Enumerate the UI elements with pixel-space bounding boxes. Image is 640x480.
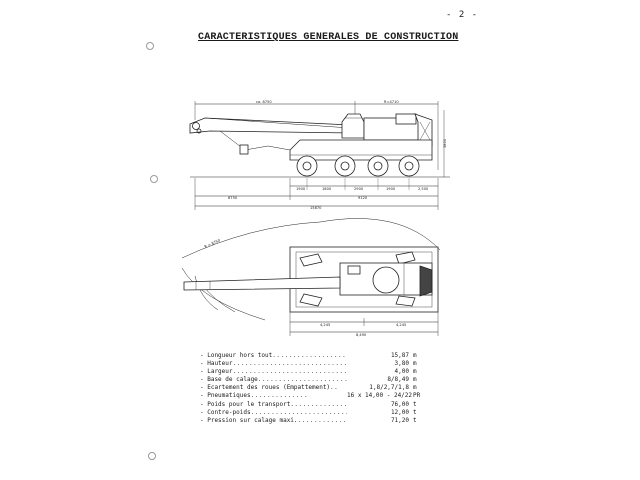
overall-length-label: 15870 (310, 206, 322, 210)
spec-leader: ........................... (257, 376, 347, 384)
specification-table: - Longueur hors tout ...................… (200, 352, 425, 425)
wheel-set (296, 155, 420, 177)
spec-value: 4,00 (394, 368, 409, 376)
axle-spacing-label: 1900 (386, 187, 396, 191)
spec-value: 1,8/2,7/1,8 (369, 384, 409, 392)
document-title: CARACTERISTIQUES GENERALES DE CONSTRUCTI… (198, 32, 459, 43)
spec-leader: ................................. (232, 360, 347, 368)
spec-unit: PR (413, 392, 421, 400)
axle-spacing-label: 2,500 (418, 187, 429, 191)
binder-hole-top (146, 42, 154, 50)
spec-value: 76,00 (390, 400, 409, 408)
height-label: 3800 (443, 138, 447, 148)
spec-unit: m (413, 352, 417, 359)
top-view-drawing (181, 218, 441, 336)
spec-unit: m (413, 384, 417, 392)
spec-label: - Contre-poids (200, 408, 251, 416)
spec-row: - Pneumatiques .............. 16 x 14,00… (200, 392, 425, 400)
spec-label: - Hauteur (200, 360, 233, 368)
spec-leader: ...................... (272, 352, 347, 359)
spec-value: 16 x 14,00 - 24/22 (347, 392, 413, 400)
spec-row: - Largeur ..............................… (200, 368, 425, 376)
spec-row: - Poids pour le transport ..............… (200, 401, 425, 409)
spec-leader: ................... (290, 400, 347, 408)
axle-spacing-label: 1900 (296, 187, 306, 191)
spec-unit: t (413, 400, 417, 408)
half-width-right-label: 4,245 (396, 323, 406, 327)
spec-leader: .. (330, 384, 339, 392)
spec-row: - Base de calage .......................… (200, 376, 425, 384)
spec-label: - Pneumatiques (200, 392, 251, 400)
rear-length-label: R=4710 (384, 100, 399, 104)
spec-label: - Poids pour le transport (200, 400, 291, 408)
wheelbase-label: 9120 (358, 196, 368, 200)
spec-row: - Hauteur ..............................… (200, 360, 425, 368)
swing-radius-label: R = 8750 (204, 238, 222, 249)
spec-label: - Ecartement des roues (Empattement) (200, 384, 331, 392)
spec-row: - Contre-poids .........................… (200, 409, 425, 417)
side-view-drawing (189, 101, 450, 210)
spec-unit: m (413, 360, 417, 368)
spec-unit: t (413, 416, 417, 424)
spec-row: - Pression sur calage maxi. ............… (200, 417, 425, 425)
spec-row: - Longueur hors tout ...................… (200, 352, 425, 360)
spec-label: - Longueur hors tout (200, 352, 273, 359)
half-width-left-label: 4,245 (320, 323, 330, 327)
spec-value: 8/8,49 (387, 376, 409, 384)
side-view-dimensions: ca. 8750 R=4710 3800 1900 1800 2900 1900… (228, 100, 447, 210)
spec-row: - Ecartement des roues (Empattement) .. … (200, 384, 425, 392)
spec-value: 15,87 (390, 352, 409, 359)
spec-leader: .............. (250, 392, 309, 400)
top-view-dimensions: R = 8750 4,245 4,245 8,490 (204, 238, 407, 337)
spec-leader: ............................ (250, 408, 347, 416)
spec-label: - Largeur (200, 368, 233, 376)
binder-hole-bottom (148, 452, 156, 460)
spec-unit: m (413, 368, 417, 376)
page-number: - 2 - (446, 10, 479, 20)
spec-value: 12,00 (390, 408, 409, 416)
spec-leader: ................. (297, 416, 347, 424)
spec-leader: ................................. (232, 368, 347, 376)
boom-length-label: ca. 8750 (256, 100, 272, 104)
spec-value: 71,20 (390, 416, 409, 424)
spec-unit: m (413, 376, 417, 384)
spec-label: - Pression sur calage maxi. (200, 416, 298, 424)
total-width-label: 8,490 (356, 333, 367, 337)
binder-hole-middle (150, 175, 158, 183)
front-overhang-label: 6750 (228, 196, 238, 200)
spec-unit: t (413, 408, 417, 416)
spec-value: 3,80 (394, 360, 409, 368)
spec-label: - Base de calage (200, 376, 258, 384)
axle-spacing-label: 1800 (322, 187, 332, 191)
axle-spacing-label: 2900 (354, 187, 364, 191)
